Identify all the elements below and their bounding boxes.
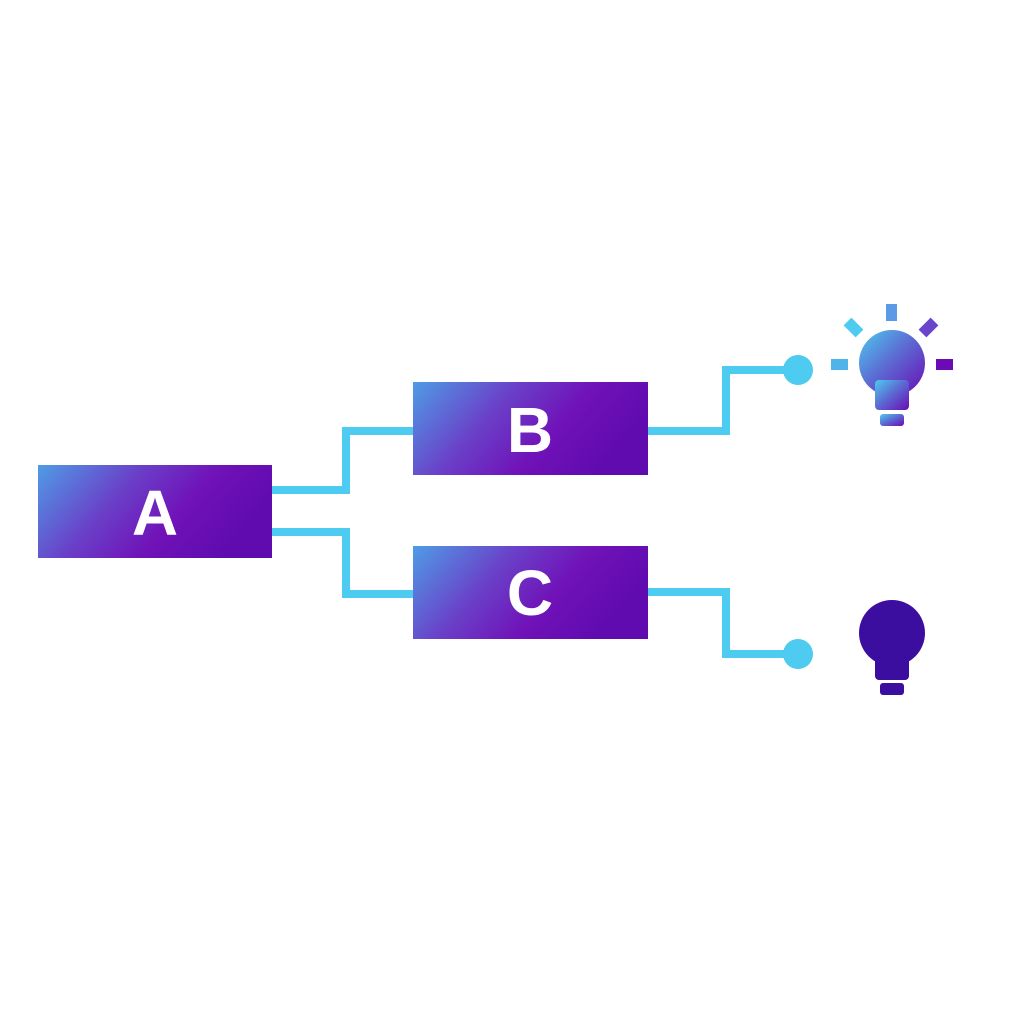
node-c-label: C [507,557,553,629]
lightbulb-on-icon [831,304,953,426]
connector-end-dot [783,355,813,385]
connector-c-bulb [648,588,790,658]
connector-b-bulb [648,366,790,435]
connector-end-dot [783,639,813,669]
node-a-label: A [132,477,178,549]
connectors [272,366,790,658]
node-a[interactable]: A [38,465,272,558]
connector-a-c [272,528,413,598]
node-b-label: B [507,394,553,466]
node-b[interactable]: B [413,382,648,475]
connector-a-b [272,427,413,494]
lightbulb-off-icon [859,600,925,695]
node-c[interactable]: C [413,546,648,639]
